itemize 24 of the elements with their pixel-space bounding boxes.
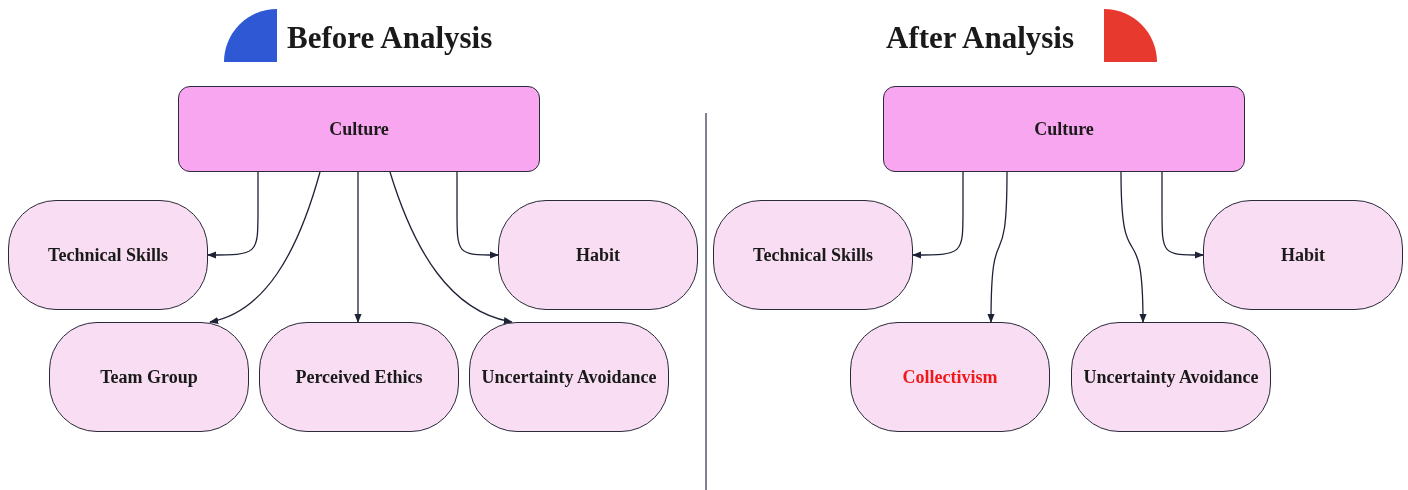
node-label: Uncertainty Avoidance — [1083, 366, 1259, 388]
arrow — [1161, 171, 1204, 259]
arrow — [987, 171, 1008, 323]
root-box — [178, 86, 540, 172]
node-label: Collectivism — [902, 366, 998, 388]
section-heading: Before Analysis — [287, 20, 493, 56]
arrow — [207, 171, 259, 259]
node-label: Culture — [329, 118, 389, 140]
node-label: Habit — [576, 244, 620, 266]
node-label: Technical Skills — [48, 244, 168, 266]
arrow — [209, 171, 321, 324]
node-label: Team Group — [100, 366, 198, 388]
arrow — [912, 171, 964, 259]
section-heading: After Analysis — [886, 20, 1074, 56]
root-box — [883, 86, 1245, 172]
node-label: Culture — [1034, 118, 1094, 140]
node-label: Perceived Ethics — [295, 366, 423, 388]
node-label: Uncertainty Avoidance — [481, 366, 657, 388]
node-label: Technical Skills — [753, 244, 873, 266]
arrow — [1120, 171, 1147, 323]
arrow — [354, 171, 362, 323]
arrow — [456, 171, 499, 259]
arrow — [389, 171, 513, 324]
node-label: Habit — [1281, 244, 1325, 266]
